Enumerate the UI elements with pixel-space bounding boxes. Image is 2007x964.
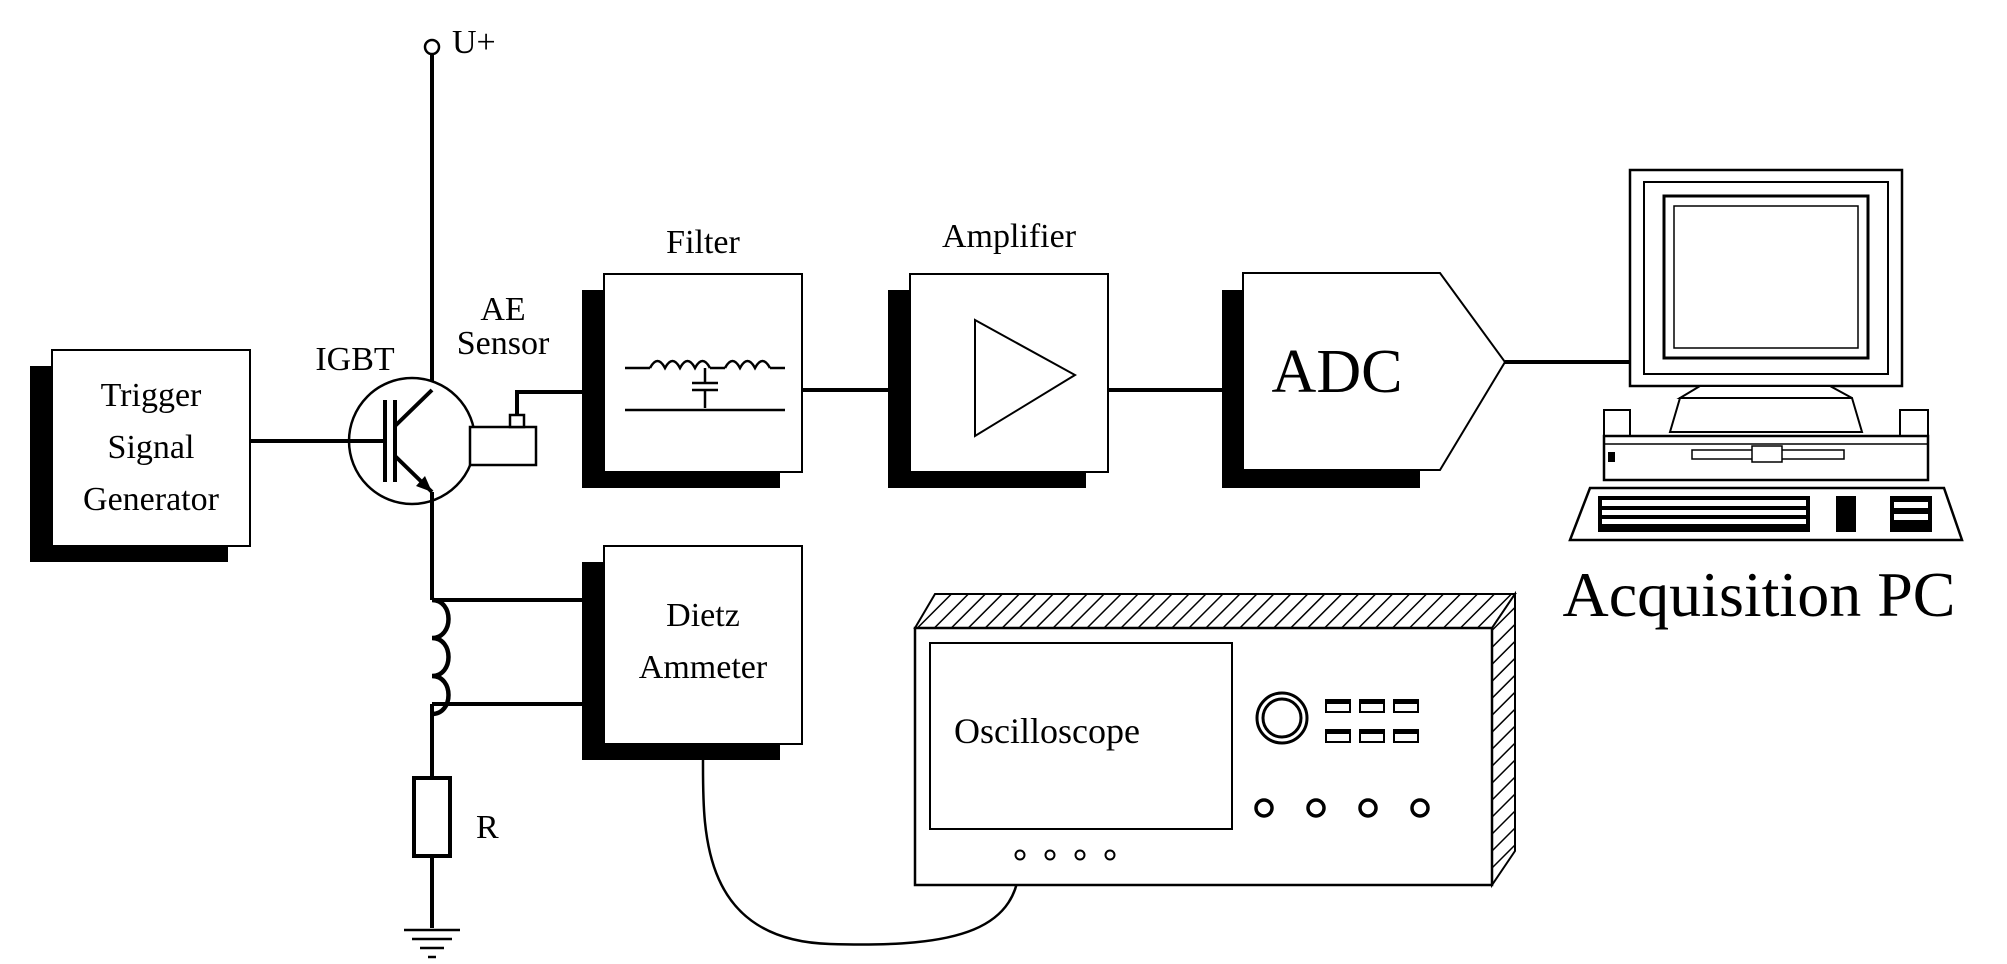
- ammeter-label-line2: Ammeter: [639, 649, 768, 686]
- filter-label: Filter: [666, 224, 740, 261]
- computer-icon: [1568, 168, 1964, 542]
- trigger-label-line2: Signal: [108, 429, 195, 466]
- supply-terminal: U+: [423, 24, 496, 420]
- resistor-label: R: [476, 809, 499, 846]
- ae-sensor-label-line1: AE: [480, 291, 525, 328]
- adc-label: ADC: [1272, 338, 1403, 406]
- resistor-icon: [412, 776, 452, 858]
- dietz-ammeter-block: [582, 545, 803, 760]
- igbt-symbol-icon: [347, 376, 477, 510]
- amplifier-block: [888, 273, 1109, 488]
- pc-label: Acquisition PC: [1563, 559, 1956, 630]
- ground-icon: [404, 928, 460, 959]
- amplifier-triangle-icon: [974, 318, 1077, 438]
- trigger-label-line3: Generator: [83, 481, 220, 518]
- ae-sensor-label-line2: Sensor: [457, 325, 550, 362]
- lc-filter-icon: [625, 359, 785, 412]
- trigger-label-line1: Trigger: [101, 377, 202, 414]
- supply-label: U+: [452, 24, 496, 61]
- adc-block: [1222, 272, 1507, 488]
- coil-icon: [431, 597, 582, 717]
- ae-sensor-icon: [468, 390, 582, 467]
- oscilloscope-icon: [913, 590, 1517, 889]
- probe-cable: [701, 759, 1022, 946]
- filter-block: [582, 273, 803, 488]
- oscilloscope-label: Oscilloscope: [954, 711, 1140, 751]
- igbt-label: IGBT: [315, 341, 395, 378]
- oscilloscope-screen: [929, 642, 1233, 830]
- amplifier-label: Amplifier: [942, 218, 1077, 255]
- ammeter-label-line1: Dietz: [666, 597, 740, 634]
- trigger-signal-generator: Trigger Signal Generator: [30, 349, 251, 562]
